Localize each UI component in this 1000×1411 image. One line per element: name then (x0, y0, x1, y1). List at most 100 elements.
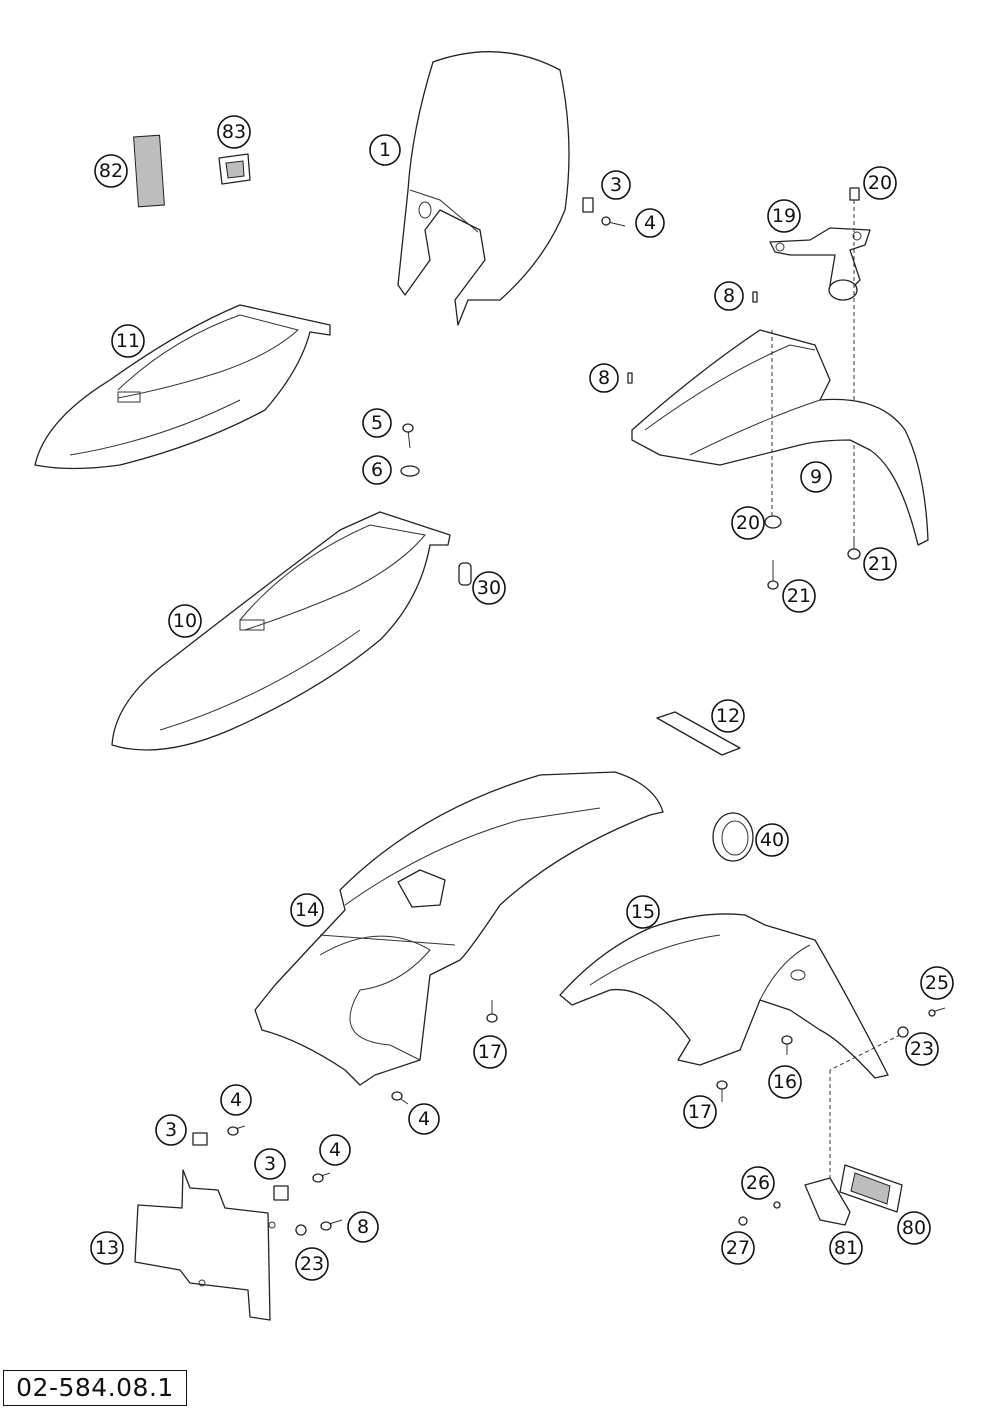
svg-text:12: 12 (716, 705, 740, 727)
callout-21-b: 21 (782, 579, 816, 613)
part-16-screw (781, 1035, 793, 1055)
svg-text:21: 21 (868, 553, 892, 575)
part-23-nut-right (897, 1026, 909, 1038)
svg-text:20: 20 (868, 172, 892, 194)
part-8-pin-a (752, 291, 758, 303)
part-4-screw-top (601, 216, 626, 227)
callout-13: 13 (90, 1231, 124, 1265)
svg-text:23: 23 (300, 1253, 324, 1275)
part-9-front-fender (631, 329, 929, 546)
svg-text:19: 19 (772, 205, 796, 227)
part-20-spacer-top (849, 187, 860, 201)
svg-text:11: 11 (116, 330, 140, 352)
svg-text:81: 81 (834, 1237, 858, 1259)
svg-text:6: 6 (371, 459, 383, 481)
part-40-grommet (712, 812, 754, 862)
svg-text:82: 82 (99, 160, 123, 182)
svg-text:20: 20 (736, 512, 760, 534)
part-21-bolt-b (847, 540, 861, 560)
part-8-pin-b (627, 372, 633, 384)
callout-21-a: 21 (863, 547, 897, 581)
part-14-rear-mudguard (254, 771, 664, 1086)
part-81-holder (804, 1177, 851, 1226)
svg-text:15: 15 (631, 901, 655, 923)
callout-3-top: 3 (601, 170, 631, 200)
callout-17-b: 17 (683, 1095, 717, 1129)
callout-6: 6 (362, 455, 392, 485)
part-20-spacer-bottom (764, 515, 782, 529)
part-19-bracket (769, 227, 871, 301)
svg-text:8: 8 (598, 367, 610, 389)
callout-4-top: 4 (635, 208, 665, 238)
svg-text:5: 5 (371, 412, 383, 434)
callout-82: 82 (94, 154, 128, 188)
part-10-side-panel (111, 511, 451, 751)
part-6-washer (400, 465, 420, 477)
svg-text:8: 8 (357, 1216, 369, 1238)
svg-text:3: 3 (610, 174, 622, 196)
callout-11: 11 (111, 324, 145, 358)
svg-text:16: 16 (773, 1071, 797, 1093)
part-3-clip-top (582, 197, 594, 213)
svg-text:4: 4 (418, 1108, 430, 1130)
callout-19: 19 (767, 199, 801, 233)
svg-text:17: 17 (478, 1041, 502, 1063)
svg-text:8: 8 (723, 285, 735, 307)
part-15-fender (559, 913, 889, 1079)
svg-text:13: 13 (95, 1237, 119, 1259)
svg-text:17: 17 (688, 1101, 712, 1123)
svg-text:14: 14 (295, 899, 319, 921)
callout-3-left: 3 (155, 1114, 187, 1146)
svg-text:4: 4 (230, 1089, 242, 1111)
part-4-screw-mid (312, 1172, 331, 1183)
part-4-screw-rear (391, 1091, 409, 1105)
part-17-screw-b (716, 1080, 728, 1102)
svg-text:30: 30 (477, 577, 501, 599)
callout-9: 9 (800, 461, 832, 493)
part-23-nut-left (295, 1224, 307, 1236)
part-5-bolt (402, 423, 414, 449)
svg-text:80: 80 (902, 1217, 926, 1239)
callout-4-mid: 4 (319, 1134, 351, 1166)
part-12-strip (656, 711, 741, 756)
part-27-nut (738, 1216, 748, 1226)
part-3-clip-left (192, 1132, 208, 1146)
svg-text:25: 25 (925, 972, 949, 994)
svg-text:3: 3 (264, 1153, 276, 1175)
part-1-windshield (397, 51, 570, 326)
svg-text:26: 26 (746, 1172, 770, 1194)
callout-12: 12 (711, 699, 745, 733)
svg-text:3: 3 (165, 1119, 177, 1141)
svg-text:21: 21 (787, 585, 811, 607)
callout-5: 5 (362, 408, 392, 438)
part-26-washer (773, 1201, 781, 1209)
svg-text:40: 40 (760, 829, 784, 851)
svg-text:10: 10 (173, 610, 197, 632)
callout-1: 1 (369, 134, 401, 166)
part-11-side-cover (34, 304, 331, 470)
part-30-bushing (458, 562, 472, 586)
svg-text:9: 9 (810, 466, 822, 488)
callout-17-a: 17 (473, 1035, 507, 1069)
callout-27: 27 (721, 1231, 755, 1265)
svg-text:23: 23 (910, 1038, 934, 1060)
diagram-code: 02-584.08.1 (3, 1370, 187, 1406)
callout-4-left: 4 (220, 1084, 252, 1116)
callout-25: 25 (920, 966, 954, 1000)
part-17-screw-a (486, 1000, 498, 1023)
callout-80: 80 (897, 1211, 931, 1245)
callout-4-rear: 4 (408, 1103, 440, 1135)
callout-8-bottom: 8 (347, 1211, 379, 1243)
callout-20-bottom: 20 (731, 506, 765, 540)
part-21-bolt-a (767, 560, 779, 590)
part-8-screw-bottom (320, 1219, 343, 1231)
callout-40: 40 (755, 823, 789, 857)
part-80-reflector (839, 1164, 903, 1213)
callout-81: 81 (829, 1231, 863, 1265)
callout-10: 10 (168, 604, 202, 638)
callout-83: 83 (217, 115, 251, 149)
part-13-plate-holder (134, 1169, 276, 1321)
callout-16: 16 (768, 1065, 802, 1099)
callout-14: 14 (290, 893, 324, 927)
